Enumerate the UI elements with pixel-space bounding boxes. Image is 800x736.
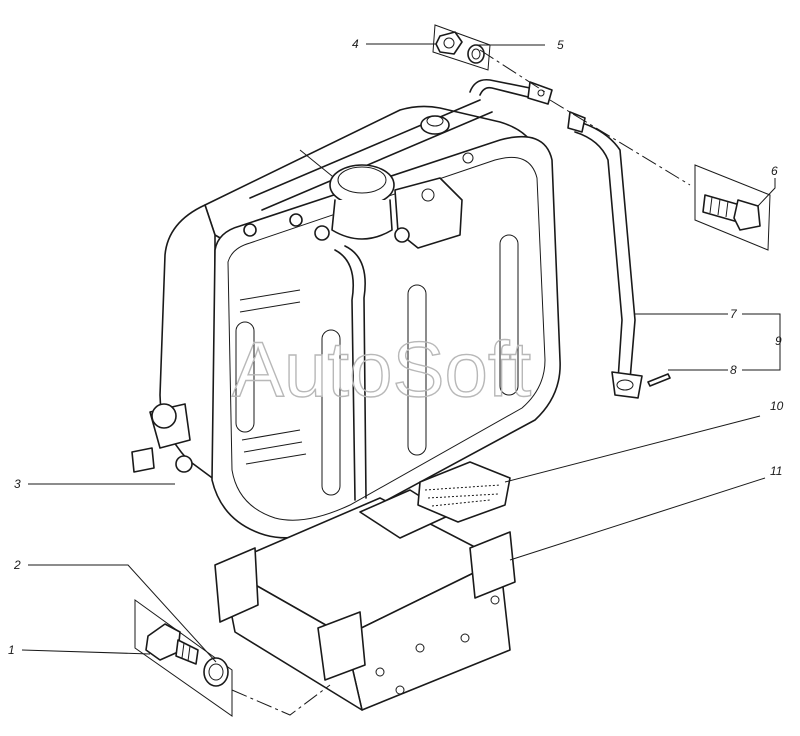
callout-11: 11 xyxy=(770,464,782,478)
assembly-axis-lines xyxy=(231,49,691,716)
callout-numbers: 1 2 3 4 5 6 7 8 9 10 11 xyxy=(8,37,784,657)
watermark-text: AutoSoft xyxy=(232,325,532,413)
nut-washer-top xyxy=(432,24,491,71)
callout-1: 1 xyxy=(8,643,15,657)
fuel-tank xyxy=(131,99,561,539)
callout-5: 5 xyxy=(557,38,564,52)
callout-8: 8 xyxy=(730,363,737,377)
leader-lines xyxy=(21,43,781,663)
callout-9: 9 xyxy=(775,334,782,348)
callout-4: 4 xyxy=(352,37,359,51)
callout-3: 3 xyxy=(14,477,21,491)
mounting-cradle xyxy=(214,461,516,711)
pin xyxy=(647,373,671,387)
callout-10: 10 xyxy=(770,399,784,413)
callout-7: 7 xyxy=(730,307,738,321)
bolt-washer-bottom xyxy=(134,599,233,717)
bolt-large xyxy=(694,164,771,251)
callout-2: 2 xyxy=(13,558,21,572)
tank-strap xyxy=(469,78,643,399)
callout-6: 6 xyxy=(771,164,778,178)
